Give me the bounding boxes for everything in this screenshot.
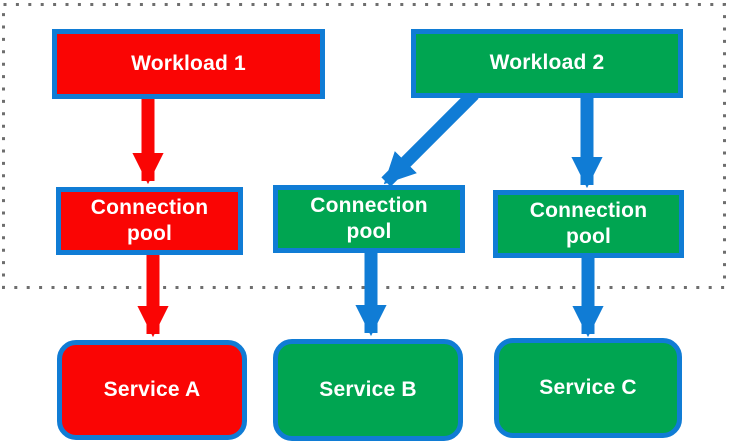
node-service-c-label: Service C [539, 375, 637, 399]
node-service-c: Service C [494, 338, 682, 438]
node-service-a: Service A [57, 340, 247, 440]
node-connection-pool-1: Connection pool [56, 187, 243, 255]
node-workload-1-label: Workload 1 [131, 51, 246, 75]
node-workload-1: Workload 1 [52, 29, 325, 99]
node-service-a-label: Service A [103, 377, 201, 401]
node-connection-pool-2-label: Connection pool [310, 193, 428, 243]
node-connection-pool-3: Connection pool [493, 190, 684, 258]
node-workload-2: Workload 2 [411, 29, 683, 98]
edge-workload2-pool2 [381, 89, 479, 187]
node-workload-2-label: Workload 2 [489, 51, 605, 75]
node-service-b: Service B [273, 339, 463, 441]
node-connection-pool-3-label: Connection pool [529, 198, 648, 248]
dotted-boundary [2, 3, 726, 289]
node-service-b-label: Service B [319, 377, 417, 401]
node-connection-pool-1-label: Connection pool [90, 195, 209, 245]
node-connection-pool-2: Connection pool [273, 185, 465, 253]
